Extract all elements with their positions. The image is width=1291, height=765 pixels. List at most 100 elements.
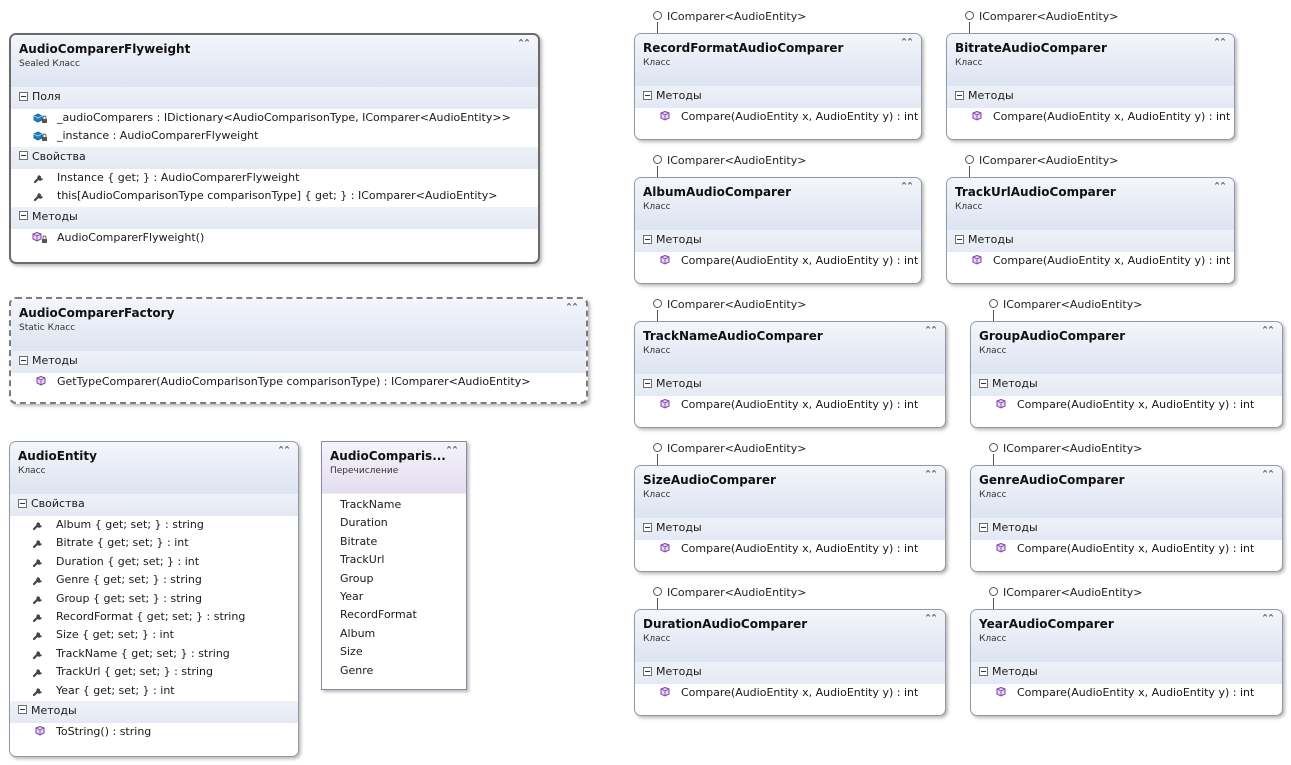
interface-lollipop[interactable]: IComparer<AudioEntity> — [653, 10, 806, 23]
collapse-chevron-icon[interactable]: ˆˆ — [278, 445, 290, 459]
member-row[interactable]: Compare(AudioEntity x, AudioEntity y) : … — [635, 252, 921, 270]
enum-value[interactable]: Genre — [340, 663, 374, 677]
class-header[interactable]: AudioComparerFactory Static Класс ˆˆ — [11, 299, 586, 351]
collapse-toggle-icon[interactable] — [979, 666, 988, 676]
enum-value[interactable]: Bitrate — [340, 534, 378, 548]
interface-lollipop[interactable]: IComparer<AudioEntity> — [989, 442, 1142, 455]
enum-value[interactable]: RecordFormat — [340, 608, 417, 622]
section-methods[interactable]: Методы — [10, 700, 298, 723]
class-header[interactable]: AudioEntity Класс ˆˆ — [10, 442, 298, 494]
collapse-chevron-icon[interactable]: ˆˆ — [901, 181, 913, 195]
interface-lollipop[interactable]: IComparer<AudioEntity> — [965, 154, 1118, 167]
interface-lollipop[interactable]: IComparer<AudioEntity> — [653, 586, 806, 599]
collapse-toggle-icon[interactable] — [643, 90, 652, 100]
enum-value[interactable]: TrackName — [340, 498, 402, 511]
enum-value[interactable]: TrackUrl — [340, 553, 385, 567]
section-fields[interactable]: Поля — [11, 87, 538, 109]
section-methods[interactable]: Методы — [635, 86, 921, 108]
collapse-toggle-icon[interactable] — [18, 705, 27, 715]
section-methods[interactable]: Методы — [11, 351, 586, 373]
collapse-chevron-icon[interactable]: ˆˆ — [1262, 469, 1274, 483]
enum-value[interactable]: Year — [340, 589, 364, 603]
interface-lollipop[interactable]: IComparer<AudioEntity> — [653, 442, 806, 455]
collapse-chevron-icon[interactable]: ˆˆ — [1214, 37, 1226, 51]
enum-value[interactable]: Size — [340, 645, 363, 659]
interface-lollipop[interactable]: IComparer<AudioEntity> — [989, 586, 1142, 599]
collapse-toggle-icon[interactable] — [19, 151, 28, 161]
section-methods[interactable]: Методы — [971, 374, 1282, 396]
member-row[interactable]: Compare(AudioEntity x, AudioEntity y) : … — [947, 252, 1234, 270]
collapse-toggle-icon[interactable] — [19, 211, 28, 221]
member-row[interactable]: Instance { get; } : AudioComparerFlyweig… — [11, 169, 538, 187]
member-row[interactable]: Genre { get; set; } : string — [10, 571, 298, 589]
collapse-chevron-icon[interactable]: ˆˆ — [1214, 181, 1226, 195]
member-row[interactable]: _instance : AudioComparerFlyweight — [11, 127, 538, 145]
interface-lollipop[interactable]: IComparer<AudioEntity> — [989, 298, 1142, 311]
member-row[interactable]: Size { get; set; } : int — [10, 626, 298, 644]
collapse-chevron-icon[interactable]: ˆˆ — [925, 325, 937, 339]
collapse-toggle-icon[interactable] — [643, 378, 652, 388]
member-row[interactable]: ToString() : string — [10, 723, 298, 741]
section-properties[interactable]: Свойства — [11, 146, 538, 169]
collapse-toggle-icon[interactable] — [955, 90, 964, 100]
member-row[interactable]: Compare(AudioEntity x, AudioEntity y) : … — [947, 108, 1234, 126]
class-header[interactable]: AudioComparerFlyweight Sealed Класс ˆˆ — [11, 35, 538, 87]
collapse-chevron-icon[interactable]: ˆˆ — [925, 469, 937, 483]
member-row[interactable]: AudioComparerFlyweight() — [11, 229, 538, 247]
collapse-chevron-icon[interactable]: ˆˆ — [1262, 325, 1274, 339]
section-methods[interactable]: Методы — [635, 230, 921, 252]
member-row[interactable]: Duration { get; set; } : int — [10, 553, 298, 571]
enum-header[interactable]: AudioComparis... Перечисление ˆˆ — [322, 442, 466, 494]
member-row[interactable]: Compare(AudioEntity x, AudioEntity y) : … — [635, 540, 945, 558]
section-methods[interactable]: Методы — [635, 374, 945, 396]
collapse-chevron-icon[interactable]: ˆˆ — [518, 38, 530, 52]
interface-lollipop[interactable]: IComparer<AudioEntity> — [653, 154, 806, 167]
collapse-toggle-icon[interactable] — [19, 91, 28, 101]
collapse-toggle-icon[interactable] — [955, 234, 964, 244]
enum-audio-comparison-type[interactable]: AudioComparis... Перечисление ˆˆ TrackNa… — [321, 441, 467, 690]
class-audio-comparer-factory[interactable]: AudioComparerFactory Static Класс ˆˆ Мет… — [9, 297, 588, 404]
member-row[interactable]: Compare(AudioEntity x, AudioEntity y) : … — [971, 396, 1282, 414]
collapse-chevron-icon[interactable]: ˆˆ — [1262, 613, 1274, 627]
section-properties[interactable]: Свойства — [10, 494, 298, 516]
member-row[interactable]: RecordFormat { get; set; } : string — [10, 608, 298, 626]
member-row[interactable]: TrackUrl { get; set; } : string — [10, 663, 298, 681]
collapse-chevron-icon[interactable]: ˆˆ — [446, 445, 458, 459]
class-audio-entity[interactable]: AudioEntity Класс ˆˆ Свойства Album { ge… — [9, 441, 299, 757]
collapse-toggle-icon[interactable] — [643, 666, 652, 676]
collapse-toggle-icon[interactable] — [979, 522, 988, 532]
collapse-toggle-icon[interactable] — [979, 378, 988, 388]
enum-value[interactable]: Album — [340, 626, 376, 640]
member-row[interactable]: Compare(AudioEntity x, AudioEntity y) : … — [635, 684, 945, 702]
member-row[interactable]: Compare(AudioEntity x, AudioEntity y) : … — [635, 108, 921, 126]
member-row[interactable]: TrackName { get; set; } : string — [10, 645, 298, 663]
collapse-toggle-icon[interactable] — [643, 234, 652, 244]
member-row[interactable]: Bitrate { get; set; } : int — [10, 534, 298, 552]
section-methods[interactable]: Методы — [947, 86, 1234, 108]
member-row[interactable]: _audioComparers : IDictionary<AudioCompa… — [11, 109, 538, 127]
section-methods[interactable]: Методы — [635, 518, 945, 540]
member-row[interactable]: Album { get; set; } : string — [10, 516, 298, 534]
collapse-toggle-icon[interactable] — [643, 522, 652, 532]
collapse-toggle-icon[interactable] — [19, 355, 28, 365]
